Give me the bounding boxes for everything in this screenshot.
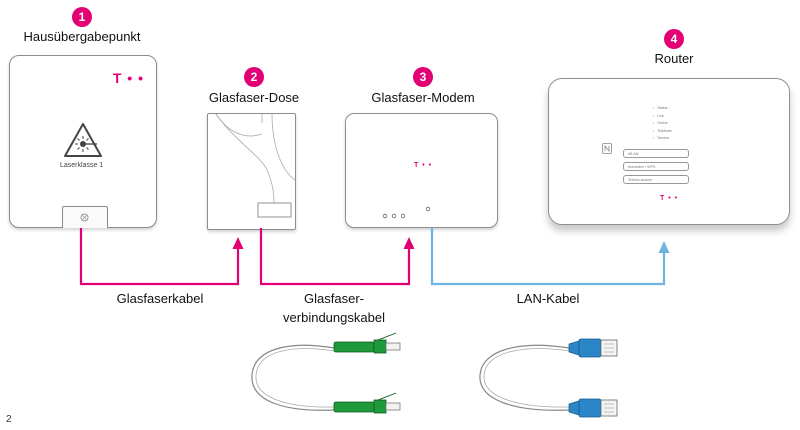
step-badge-1: 1 (72, 7, 92, 27)
device-title-glasfaser-dose: Glasfaser-Dose (208, 90, 300, 105)
fiber-port (62, 206, 108, 228)
hausuebergabepunkt-device: T • • Laserklasse 1 (9, 55, 157, 228)
step-badge-4: 4 (664, 29, 684, 49)
laser-class-label: Laserklasse 1 (60, 162, 104, 169)
fiber-cable-line (79, 228, 240, 286)
port-screw-icon (80, 213, 89, 222)
lan-cable-line (430, 228, 666, 286)
step-badge-2: 2 (244, 67, 264, 87)
lan-cable-arrow (658, 241, 670, 253)
device-title-hausuebergabepunkt: Hausübergabepunkt (23, 29, 141, 44)
lan-plug-bottom (568, 398, 618, 418)
fiber-connection-line (259, 228, 411, 286)
glasfaser-dose-device (207, 113, 296, 230)
led-label: Online (653, 120, 672, 128)
nfc-icon (602, 143, 612, 154)
device-title-glasfaser-modem: Glasfaser-Modem (371, 90, 475, 105)
led-label: Link (653, 113, 672, 121)
led-label: Service (653, 135, 672, 143)
label-glasfaserverbindungskabel-line2: verbindungskabel (283, 310, 385, 325)
laser-warning-icon (64, 123, 102, 157)
step-badge-3: 3 (413, 67, 433, 87)
router-wps-button[interactable]: Anmelden / WPS (623, 162, 689, 171)
lan-cable-icon (479, 338, 618, 418)
router-status-leds: Status Link Online Telefonie Service (653, 105, 672, 143)
fiber-connection-cable-icon (251, 332, 401, 414)
telekom-logo: T • • (112, 70, 144, 86)
modem-led-indicators (382, 206, 432, 219)
telekom-logo: T • • (414, 162, 433, 169)
router-device: Status Link Online Telefonie Service WLA… (548, 78, 790, 225)
label-lan-kabel: LAN-Kabel (516, 291, 580, 306)
label-glasfaserkabel: Glasfaserkabel (116, 291, 204, 306)
telekom-logo: T • • (660, 195, 679, 202)
led-label: Status (653, 105, 672, 113)
fiber-connector-top (333, 332, 401, 354)
modem-power-indicator (425, 206, 431, 212)
fiber-cable-arrow (232, 237, 244, 249)
device-title-router: Router (654, 51, 694, 66)
label-glasfaserverbindungskabel-line1: Glasfaser- (304, 291, 364, 306)
page-number: 2 (6, 414, 12, 425)
led-label: Telefonie (653, 128, 671, 136)
fiber-connector-bottom (333, 392, 401, 414)
dose-cover-lines (215, 114, 295, 218)
glasfaser-modem-device: T • • (345, 113, 498, 228)
router-phone-search-button[interactable]: Telefon suchen (623, 175, 689, 184)
lan-plug-top (568, 338, 618, 358)
router-wlan-button[interactable]: WLAN (623, 149, 689, 158)
fiber-connection-arrow (403, 237, 415, 249)
